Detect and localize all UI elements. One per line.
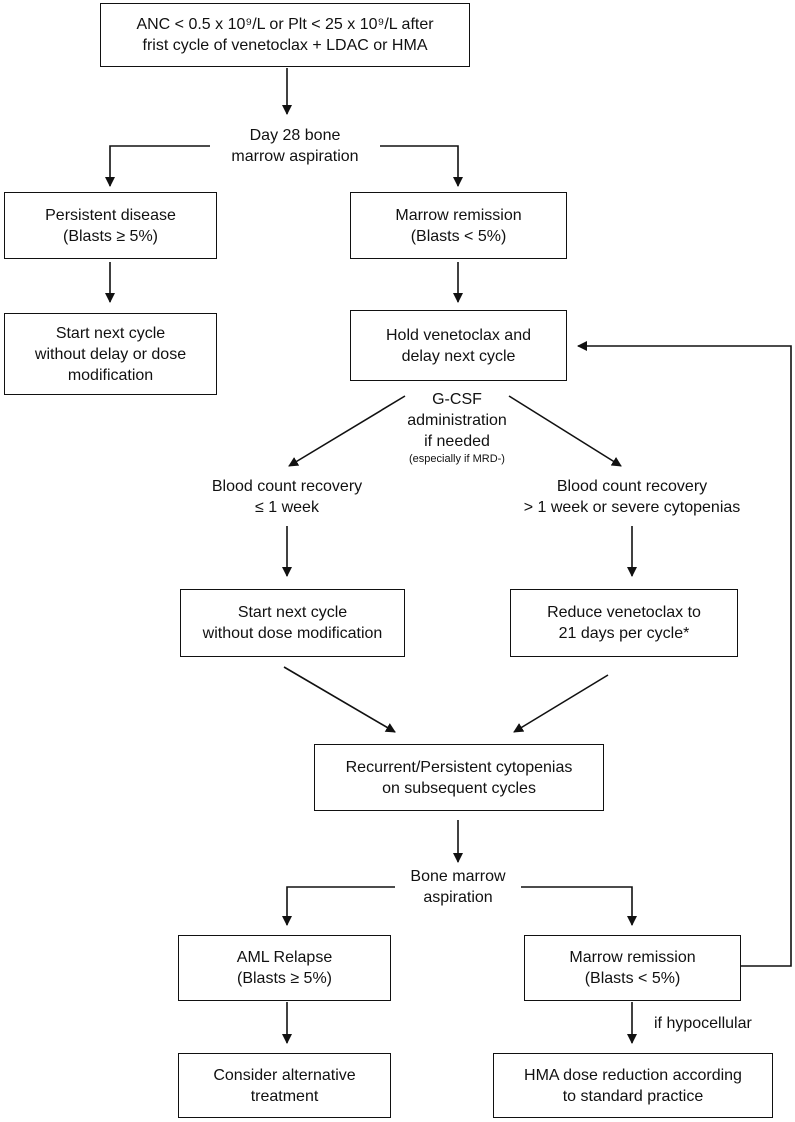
consider-alternative-line-1: Consider alternative [213,1066,356,1084]
marrow-remission-box: Marrow remission (Blasts < 5%) [350,192,567,259]
reduce-venetoclax-line-2: 21 days per cycle* [558,625,690,642]
marrow-remission-2-line-2: (Blasts < 5%) [584,970,681,987]
marrow-remission-line-2: (Blasts < 5%) [410,227,507,245]
persistent-disease-line-1: Persistent disease [45,206,176,224]
recovery-short-label: Blood count recovery ≤ 1 week [180,476,394,518]
aml-relapse-line-1: AML Relapse [236,949,333,966]
marrow-remission-2-line-1: Marrow remission [569,949,696,966]
consider-alternative-box: Consider alternative treatment [178,1053,391,1118]
start-next-no-mod-line-1: Start next cycle [237,604,348,621]
start-next-no-delay-line-2: without delay or dose [34,345,187,363]
hold-venetoclax-box: Hold venetoclax and delay next cycle [350,310,567,381]
recovery-long-line-1: Blood count recovery [556,478,708,495]
recurrent-cytopenias-line-1: Recurrent/Persistent cytopenias [345,758,573,776]
start-next-no-mod-line-2: without dose modification [202,625,383,642]
arrow-remission2-loop-to-hold [577,341,792,967]
recovery-long-line-2: > 1 week or severe cytopenias [523,499,741,516]
recurrent-cytopenias-line-2: on subsequent cycles [382,779,536,797]
gcsf-line-3: if needed [424,433,490,450]
arrow-reduce-to-recurrent [513,674,609,733]
marrow-remission-line-1: Marrow remission [395,206,522,224]
gcsf-note: (especially if MRD-) [409,453,505,465]
hma-dose-reduction-line-1: HMA dose reduction according [524,1066,742,1084]
gcsf-label: G-CSF administration if needed (especial… [382,389,532,466]
start-next-cycle-no-delay-box: Start next cycle without delay or dose m… [4,313,217,395]
aml-relapse-line-2: (Blasts ≥ 5%) [236,970,333,987]
start-criteria-line-1: ANC < 0.5 x 10⁹/L or Plt < 25 x 10⁹/L af… [136,16,434,33]
start-next-no-delay-line-3: modification [67,366,154,384]
start-criteria-box: ANC < 0.5 x 10⁹/L or Plt < 25 x 10⁹/L af… [100,3,470,67]
hma-dose-reduction-line-2: to standard practice [562,1087,704,1105]
start-criteria-line-2: frist cycle of venetoclax + LDAC or HMA [142,37,428,54]
hold-venetoclax-line-1: Hold venetoclax and [386,326,531,344]
bone-marrow-aspiration-label: Bone marrow aspiration [395,866,521,908]
marrow-remission-2-box: Marrow remission (Blasts < 5%) [524,935,741,1001]
day28-aspiration-label: Day 28 bone marrow aspiration [210,125,380,167]
if-hypocellular-label: if hypocellular [654,1013,774,1034]
arrow-hold-to-recovery-long [508,395,622,467]
persistent-disease-line-2: (Blasts ≥ 5%) [62,227,159,245]
bm-aspiration-line-2: aspiration [423,889,493,906]
day28-line-2: marrow aspiration [231,148,359,165]
consider-alternative-line-2: treatment [250,1087,319,1105]
arrow-day28-to-remission [369,145,463,187]
recovery-short-line-1: Blood count recovery [211,478,363,495]
recovery-short-line-2: ≤ 1 week [255,499,319,516]
reduce-venetoclax-line-1: Reduce venetoclax to [547,604,701,621]
hma-dose-reduction-box: HMA dose reduction according to standard… [493,1053,773,1118]
arrow-day28-to-persistent [105,145,227,187]
recurrent-cytopenias-box: Recurrent/Persistent cytopenias on subse… [314,744,604,811]
arrow-aspiration-to-relapse [282,886,405,926]
arrow-aspiration-to-remission2 [511,886,637,926]
recovery-long-label: Blood count recovery > 1 week or severe … [500,476,764,518]
start-next-no-delay-line-1: Start next cycle [55,324,166,342]
gcsf-line-2: administration [407,412,507,429]
arrow-hold-to-recovery-short [288,395,406,467]
reduce-venetoclax-box: Reduce venetoclax to 21 days per cycle* [510,589,738,657]
arrow-start-next-to-recurrent [283,666,396,733]
hold-venetoclax-line-2: delay next cycle [401,347,516,365]
day28-line-1: Day 28 bone [249,127,341,144]
gcsf-line-1: G-CSF [432,391,482,408]
bm-aspiration-line-1: Bone marrow [410,868,506,885]
persistent-disease-box: Persistent disease (Blasts ≥ 5%) [4,192,217,259]
if-hypocellular-text: if hypocellular [654,1015,752,1032]
start-next-cycle-no-modification-box: Start next cycle without dose modificati… [180,589,405,657]
aml-relapse-box: AML Relapse (Blasts ≥ 5%) [178,935,391,1001]
